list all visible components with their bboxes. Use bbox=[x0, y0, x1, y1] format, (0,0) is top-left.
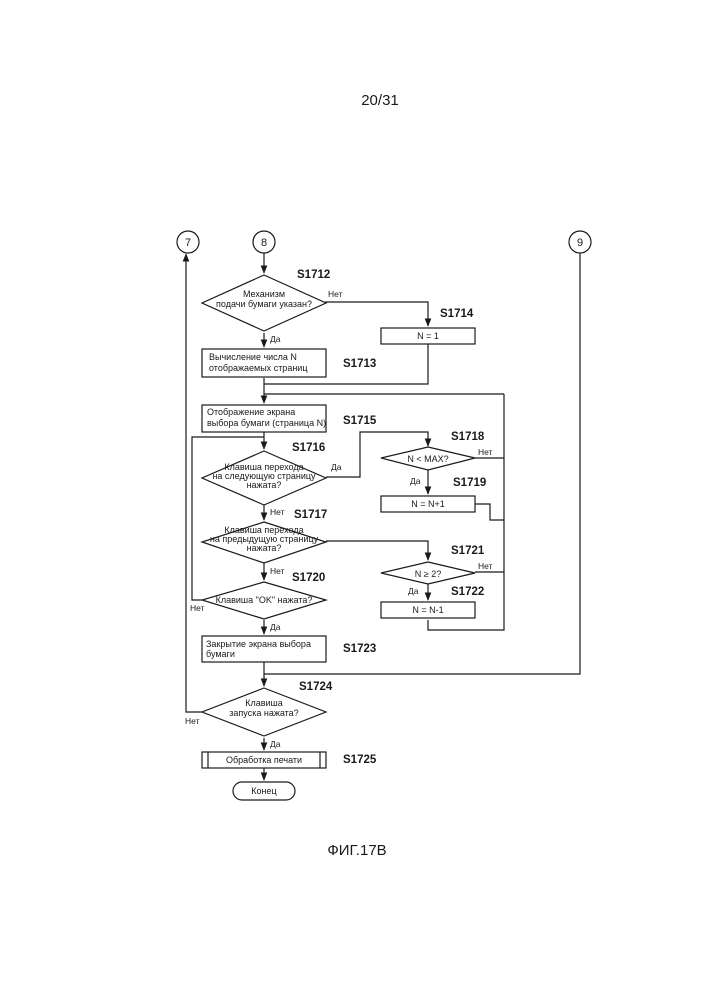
s1722-text: N = N-1 bbox=[412, 605, 443, 615]
process-s1725: Обработка печати S1725 bbox=[202, 752, 377, 768]
end-text: Конец bbox=[251, 786, 276, 796]
s1712-yes-label: Да bbox=[270, 334, 281, 344]
decision-s1712: Механизм подачи бумаги указан? S1712 bbox=[202, 269, 330, 331]
s1712-line1: Механизм bbox=[243, 289, 285, 299]
decision-s1724: Клавиша запуска нажата? S1724 bbox=[202, 681, 333, 736]
s1725-text: Обработка печати bbox=[226, 755, 302, 765]
s1720-yes-label: Да bbox=[270, 622, 281, 632]
connector-8: 8 bbox=[253, 231, 275, 253]
decision-s1717: Клавиша перехода на предыдущую страницу … bbox=[202, 509, 327, 563]
s1718-yes-label: Да bbox=[410, 476, 421, 486]
connector-7: 7 bbox=[177, 231, 199, 253]
s1721-text: N ≥ 2? bbox=[415, 569, 441, 579]
s1723-step-id: S1723 bbox=[343, 643, 376, 655]
s1716-step-id: S1716 bbox=[292, 442, 325, 454]
s1725-step-id: S1725 bbox=[343, 754, 377, 766]
s1718-no-label: Нет bbox=[478, 447, 493, 457]
s1716-yes-label: Да bbox=[331, 462, 342, 472]
s1715-step-id: S1715 bbox=[343, 415, 377, 427]
s1721-no-label: Нет bbox=[478, 561, 493, 571]
s1715-line1: Отображение экрана bbox=[207, 407, 295, 417]
connector-8-label: 8 bbox=[261, 237, 267, 249]
s1713-line1: Вычисление числа N bbox=[209, 352, 297, 362]
s1724-line1: Клавиша bbox=[245, 698, 283, 708]
decision-s1718: N < MAX? S1718 bbox=[381, 431, 485, 470]
s1722-step-id: S1722 bbox=[451, 586, 484, 598]
s1723-line1: Закрытие экрана выбора bbox=[206, 639, 311, 649]
s1712-line2: подачи бумаги указан? bbox=[216, 299, 312, 309]
decision-s1716: Клавиша перехода на следующую страницу н… bbox=[202, 442, 326, 505]
s1715-line2: выбора бумаги (страница N) bbox=[207, 418, 326, 428]
s1723-line2: бумаги bbox=[206, 649, 235, 659]
figure-caption: ФИГ.17B bbox=[327, 842, 386, 859]
s1721-yes-label: Да bbox=[408, 586, 419, 596]
s1724-step-id: S1724 bbox=[299, 681, 333, 693]
s1714-text: N = 1 bbox=[417, 331, 439, 341]
s1724-no-label: Нет bbox=[185, 716, 200, 726]
s1718-step-id: S1718 bbox=[451, 431, 485, 443]
process-s1715: Отображение экрана выбора бумаги (страни… bbox=[202, 405, 377, 432]
s1719-step-id: S1719 bbox=[453, 477, 486, 489]
s1720-text: Клавиша "OK" нажата? bbox=[216, 595, 313, 605]
decision-s1721: N ≥ 2? S1721 bbox=[381, 545, 485, 584]
s1714-step-id: S1714 bbox=[440, 308, 474, 320]
s1712-no-label: Нет bbox=[328, 289, 343, 299]
s1712-step-id: S1712 bbox=[297, 269, 330, 281]
s1720-no-label: Нет bbox=[190, 603, 205, 613]
process-s1713: Вычисление числа N отображаемых страниц … bbox=[202, 349, 376, 377]
s1717-no-label: Нет bbox=[270, 566, 285, 576]
s1721-step-id: S1721 bbox=[451, 545, 485, 557]
connector-7-label: 7 bbox=[185, 237, 191, 249]
s1720-step-id: S1720 bbox=[292, 572, 325, 584]
connector-9-label: 9 bbox=[577, 237, 583, 249]
s1719-text: N = N+1 bbox=[411, 499, 445, 509]
s1713-step-id: S1713 bbox=[343, 358, 376, 370]
process-s1722: N = N-1 S1722 bbox=[381, 586, 484, 618]
s1717-line3: нажата? bbox=[247, 543, 282, 553]
s1716-no-label: Нет bbox=[270, 507, 285, 517]
s1713-line2: отображаемых страниц bbox=[209, 363, 307, 373]
s1718-text: N < MAX? bbox=[407, 454, 448, 464]
connector-9: 9 bbox=[569, 231, 591, 253]
s1717-step-id: S1717 bbox=[294, 509, 327, 521]
s1716-line3: нажата? bbox=[247, 480, 282, 490]
process-s1719: N = N+1 S1719 bbox=[381, 477, 486, 512]
terminator-end: Конец bbox=[233, 782, 295, 800]
page-number: 20/31 bbox=[361, 92, 399, 109]
s1724-yes-label: Да bbox=[270, 739, 281, 749]
s1724-line2: запуска нажата? bbox=[229, 708, 298, 718]
process-s1723: Закрытие экрана выбора бумаги S1723 bbox=[202, 636, 376, 662]
